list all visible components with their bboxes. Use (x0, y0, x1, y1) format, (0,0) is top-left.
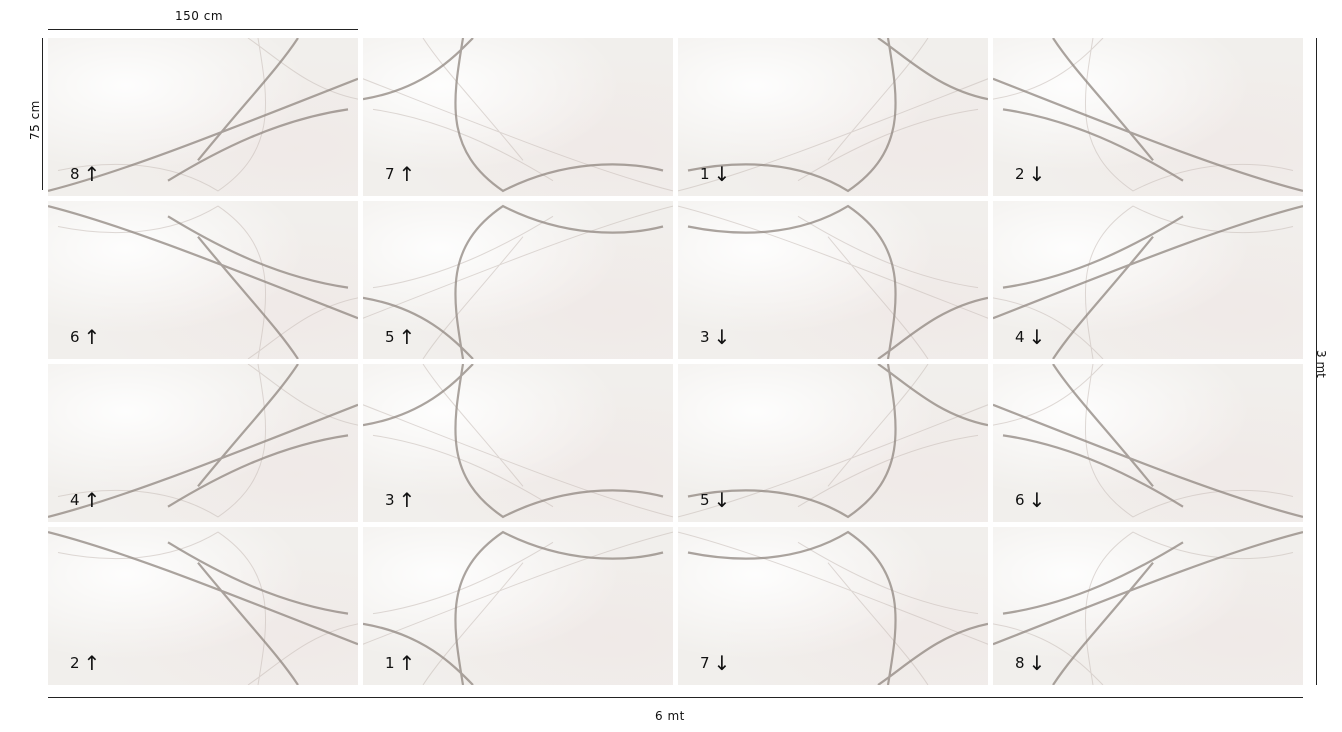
slab-tile: 4↓ (993, 201, 1303, 359)
slab-tile: 3↑ (363, 364, 673, 522)
arrow-down-icon: ↓ (1028, 325, 1046, 349)
marble-vein-pattern (48, 364, 358, 518)
slab-number-label: 8↓ (1015, 653, 1045, 673)
slab-number-label: 1↓ (700, 164, 730, 184)
slab-number-label: 3↓ (700, 327, 730, 347)
slab-number-label: 5↓ (700, 490, 730, 510)
slab-number: 1 (385, 654, 395, 672)
slab-number-label: 8↑ (70, 164, 100, 184)
arrow-up-icon: ↑ (398, 162, 416, 186)
marble-vein-pattern (678, 38, 988, 193)
tile-width-line (48, 29, 358, 30)
slab-tile: 8↑ (48, 38, 358, 196)
arrow-down-icon: ↓ (713, 162, 731, 186)
marble-vein-pattern (993, 364, 1303, 518)
arrow-down-icon: ↓ (1028, 162, 1046, 186)
arrow-down-icon: ↓ (713, 488, 731, 512)
arrow-up-icon: ↑ (83, 488, 101, 512)
slab-number-label: 2↑ (70, 653, 100, 673)
slab-number-label: 7↓ (700, 653, 730, 673)
slab-number-label: 5↑ (385, 327, 415, 347)
slab-number: 5 (700, 491, 710, 509)
slab-tile: 1↓ (678, 38, 988, 196)
slab-number: 8 (1015, 654, 1025, 672)
slab-number: 7 (385, 165, 395, 183)
slab-tile: 2↓ (993, 38, 1303, 196)
marble-vein-pattern (363, 204, 673, 359)
arrow-down-icon: ↓ (1028, 488, 1046, 512)
slab-tile: 6↓ (993, 364, 1303, 522)
slab-number-label: 1↑ (385, 653, 415, 673)
slab-number: 7 (700, 654, 710, 672)
arrow-down-icon: ↓ (713, 651, 731, 675)
slab-number: 8 (70, 165, 80, 183)
marble-vein-pattern (48, 531, 358, 685)
arrow-up-icon: ↑ (83, 162, 101, 186)
slab-tile: 2↑ (48, 527, 358, 685)
slab-number-label: 7↑ (385, 164, 415, 184)
slab-number: 3 (385, 491, 395, 509)
total-width-line (48, 697, 1303, 698)
slab-tile: 7↓ (678, 527, 988, 685)
total-width-label: 6 mt (655, 709, 685, 723)
slab-number: 2 (70, 654, 80, 672)
slab-tile: 5↓ (678, 364, 988, 522)
arrow-up-icon: ↑ (83, 651, 101, 675)
arrow-down-icon: ↓ (1028, 651, 1046, 675)
total-height-line (1316, 38, 1317, 685)
total-height-label: 3 mt (1314, 350, 1328, 378)
marble-vein-pattern (678, 364, 988, 519)
slab-number-label: 6↓ (1015, 490, 1045, 510)
slab-number: 5 (385, 328, 395, 346)
tile-height-label: 75 cm (28, 100, 42, 140)
slab-number: 4 (70, 491, 80, 509)
arrow-down-icon: ↓ (713, 325, 731, 349)
slab-number-label: 4↑ (70, 490, 100, 510)
slab-tile: 3↓ (678, 201, 988, 359)
marble-vein-pattern (993, 205, 1303, 359)
marble-vein-pattern (678, 204, 988, 359)
marble-vein-pattern (363, 38, 673, 193)
slab-number: 4 (1015, 328, 1025, 346)
slab-tile: 6↑ (48, 201, 358, 359)
slab-layout-grid: 8↑7↑1↓2↓6↑5↑3↓4↓4↑3↑5↓6↓2↑1↑7↓8↓ (48, 38, 1303, 685)
slab-number: 6 (70, 328, 80, 346)
slab-number-label: 2↓ (1015, 164, 1045, 184)
marble-vein-pattern (993, 531, 1303, 685)
slab-number: 2 (1015, 165, 1025, 183)
slab-number-label: 4↓ (1015, 327, 1045, 347)
arrow-up-icon: ↑ (398, 488, 416, 512)
slab-tile: 1↑ (363, 527, 673, 685)
slab-tile: 7↑ (363, 38, 673, 196)
marble-vein-pattern (363, 530, 673, 685)
marble-vein-pattern (993, 38, 1303, 192)
slab-number-label: 6↑ (70, 327, 100, 347)
slab-number: 6 (1015, 491, 1025, 509)
marble-vein-pattern (48, 38, 358, 192)
slab-tile: 5↑ (363, 201, 673, 359)
slab-number: 1 (700, 165, 710, 183)
tile-height-line (42, 38, 43, 190)
slab-number-label: 3↑ (385, 490, 415, 510)
slab-tile: 8↓ (993, 527, 1303, 685)
arrow-up-icon: ↑ (83, 325, 101, 349)
marble-vein-pattern (678, 530, 988, 685)
marble-vein-pattern (48, 205, 358, 359)
arrow-up-icon: ↑ (398, 651, 416, 675)
tile-width-label: 150 cm (175, 9, 224, 23)
marble-vein-pattern (363, 364, 673, 519)
arrow-up-icon: ↑ (398, 325, 416, 349)
slab-tile: 4↑ (48, 364, 358, 522)
slab-number: 3 (700, 328, 710, 346)
